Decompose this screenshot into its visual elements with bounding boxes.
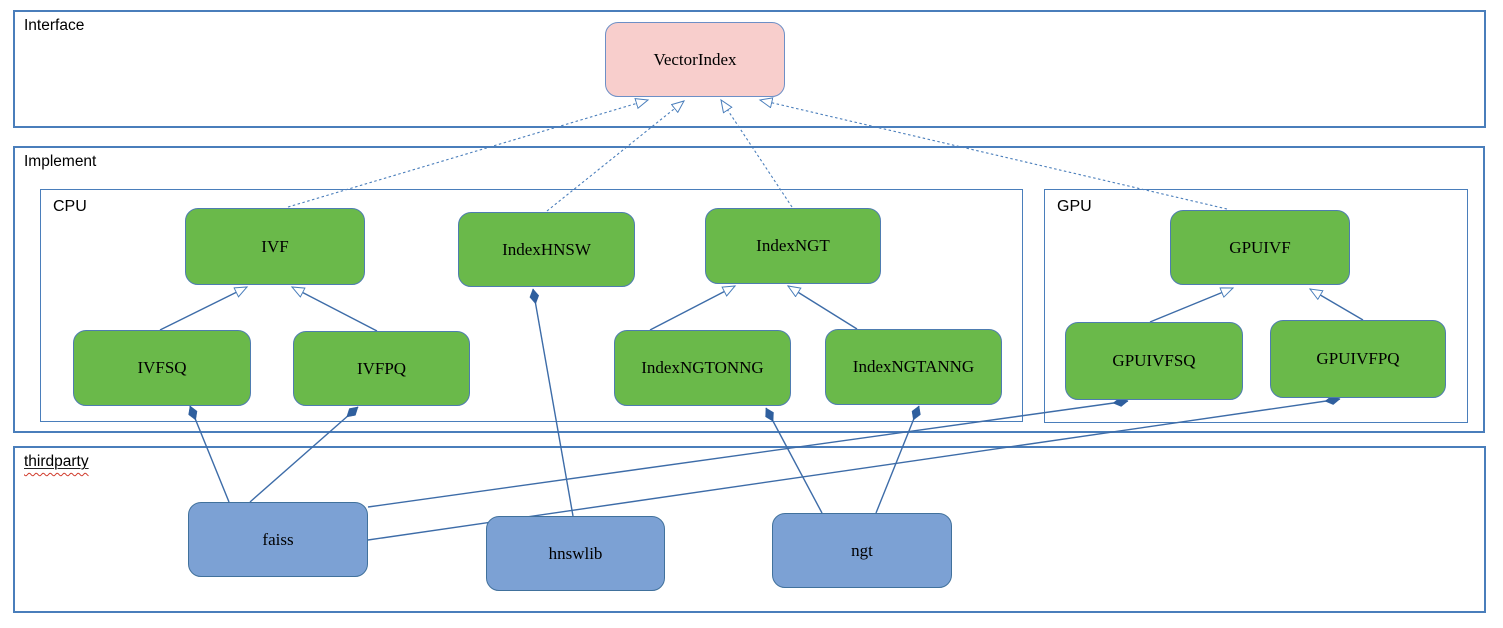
node-label-faiss: faiss [262,529,294,549]
node-indexngt: IndexNGT [705,208,881,284]
node-ngt: ngt [772,513,952,588]
node-faiss: faiss [188,502,368,577]
node-label-indexhnsw: IndexHNSW [502,239,591,259]
container-label-gpu: GPU [1057,198,1092,215]
node-label-indexngtonng: IndexNGTONNG [641,358,764,377]
node-ivfpq: IVFPQ [293,331,470,406]
node-hnswlib: hnswlib [486,516,665,591]
node-indexngtonng: IndexNGTONNG [614,330,791,406]
node-vectorindex: VectorIndex [605,22,785,97]
node-label-gpuivfpq: GPUIVFPQ [1316,349,1400,368]
node-indexhnsw: IndexHNSW [458,212,635,287]
node-label-ivfsq: IVFSQ [137,358,187,377]
node-gpuivfsq: GPUIVFSQ [1065,322,1243,400]
node-label-ngt: ngt [851,540,873,560]
node-ivf: IVF [185,208,365,285]
node-label-gpuivfsq: GPUIVFSQ [1112,351,1196,370]
node-label-hnswlib: hnswlib [548,543,603,563]
node-ivfsq: IVFSQ [73,330,251,406]
node-label-indexngtanng: IndexNGTANNG [852,357,975,376]
node-label-ivfpq: IVFPQ [356,358,407,378]
node-indexngtanng: IndexNGTANNG [825,329,1002,405]
node-gpuivfpq: GPUIVFPQ [1270,320,1446,398]
node-label-vectorindex: VectorIndex [653,49,737,69]
node-label-gpuivf: GPUIVF [1229,237,1291,257]
node-label-indexngt: IndexNGT [756,236,830,255]
container-label-text-thirdparty: thirdparty [24,453,89,470]
container-label-cpu: CPU [53,198,87,215]
node-label-ivf: IVF [261,236,289,256]
node-gpuivf: GPUIVF [1170,210,1350,285]
container-label-thirdparty: thirdparty [24,453,89,471]
container-label-interface: Interface [24,17,85,34]
container-label-implement: Implement [24,153,97,170]
